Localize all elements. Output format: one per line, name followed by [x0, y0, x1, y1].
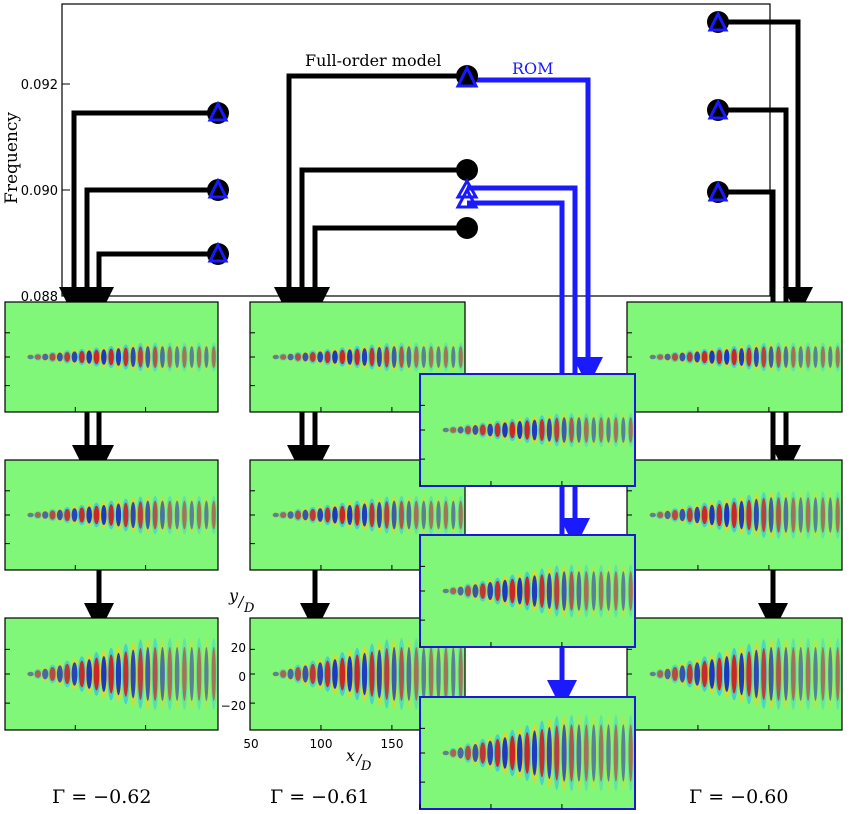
rom-marker [455, 177, 479, 199]
mode-panel-062-3 [4, 617, 219, 731]
mode-panel-060-1 [626, 301, 843, 413]
marker-group-061 [455, 64, 479, 239]
svg-text:y: y [228, 586, 239, 605]
gamma-label-061: Γ = −0.61 [270, 786, 370, 808]
marker-group-060 [707, 10, 729, 203]
xlabel-xd: x D [346, 746, 372, 774]
svg-text:x: x [346, 746, 355, 765]
frequency-axis-label: Frequency [2, 112, 22, 204]
full-order-label: Full-order model [305, 51, 441, 70]
marker-group-062 [207, 100, 229, 265]
svg-text:D: D [360, 759, 372, 774]
mode-panels [4, 301, 843, 810]
mode-panel-061-1 [249, 301, 466, 413]
gamma-label-062: Γ = −0.62 [52, 786, 152, 808]
xtick-100: 100 [310, 737, 333, 751]
rom-marker [207, 177, 229, 199]
rom-marker [455, 186, 479, 209]
ytick-20: 20 [231, 641, 246, 655]
rom-marker [707, 180, 729, 202]
mode-panel-060-2 [626, 459, 843, 571]
frequency-tick-092: 0.092 [21, 78, 58, 93]
ylabel-yd: y D [228, 586, 255, 616]
rom-marker [707, 10, 729, 32]
rom-marker [455, 64, 479, 88]
ytick-neg20: −20 [221, 699, 246, 713]
rom-panel-3 [419, 696, 636, 810]
gamma-label-060: Γ = −0.60 [689, 786, 789, 808]
frequency-ticks [62, 83, 70, 297]
rom-panel-1 [419, 373, 636, 487]
mode-panel-062-2 [4, 459, 219, 571]
mode-panel-060-3 [626, 617, 843, 731]
mode-panel-062-1 [4, 301, 219, 413]
xtick-150: 150 [381, 737, 404, 751]
full-order-marker [456, 159, 478, 181]
ytick-0: 0 [238, 670, 246, 684]
frequency-tick-090: 0.090 [21, 184, 58, 199]
mode-axes: 20 0 −20 50 100 150 [221, 641, 404, 751]
full-order-marker [456, 217, 478, 239]
rom-marker [207, 100, 229, 122]
rom-label: ROM [512, 59, 554, 78]
svg-text:D: D [243, 601, 255, 616]
rom-marker [707, 98, 729, 120]
xtick-50: 50 [243, 737, 258, 751]
rom-panel-2 [419, 534, 636, 648]
frequency-plot-frame [61, 3, 771, 297]
rom-marker [207, 241, 229, 263]
frequency-tick-088: 0.088 [21, 290, 58, 305]
